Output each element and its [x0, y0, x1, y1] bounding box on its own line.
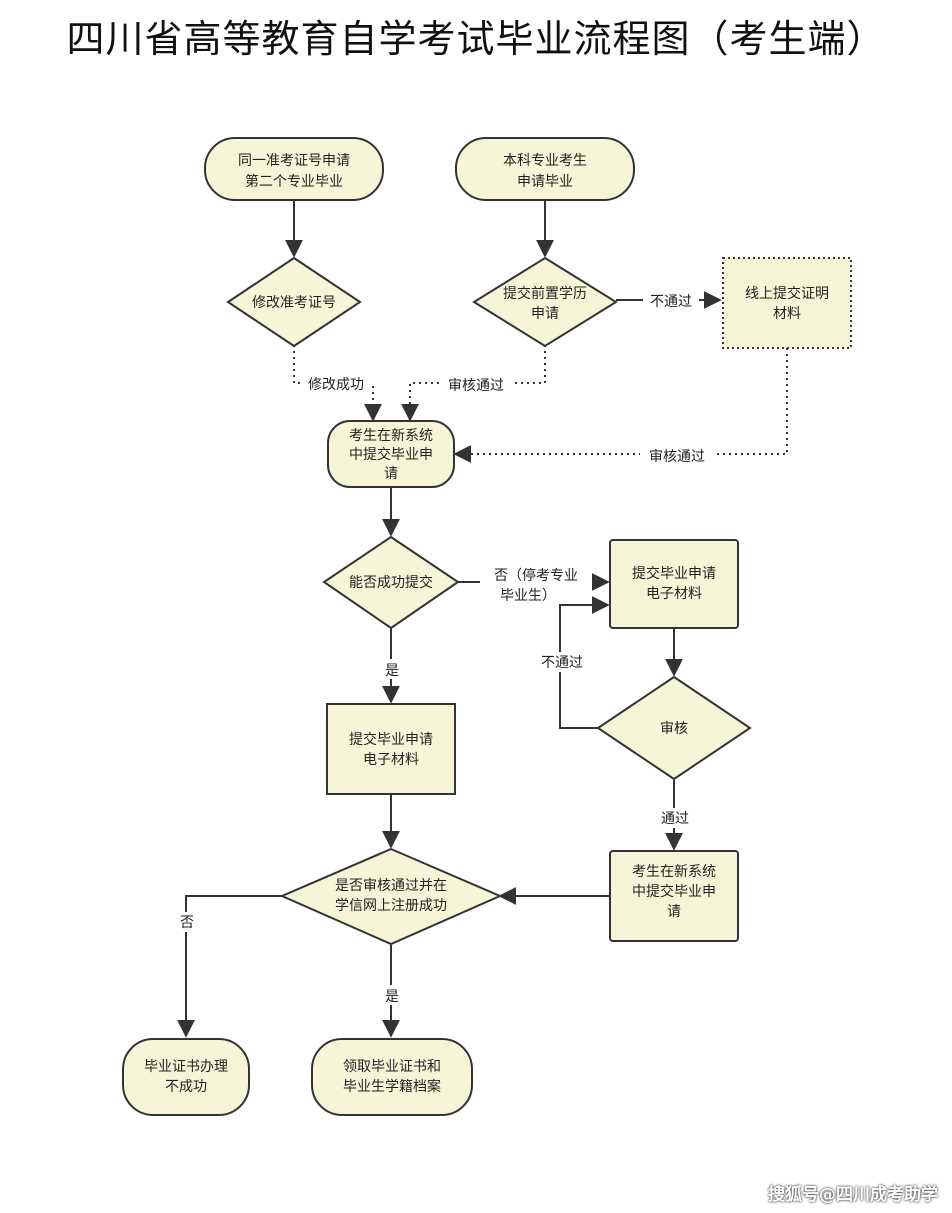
node-n12: 是否审核通过并在 学信网上注册成功 [279, 847, 503, 946]
edge-label-no-stop-1: 否（停考专业 [494, 567, 578, 584]
node-n7-line1: 能否成功提交 [349, 574, 433, 591]
node-n6-line2: 中提交毕业申 [349, 446, 433, 463]
node-n14-line1: 领取毕业证书和 [343, 1059, 441, 1075]
edge-labels: 不通过 修改成功 审核通过 审核通过 否（停考专业 毕业生） 是 不通过 通过 … [177, 290, 714, 1005]
node-n4: 提交前置学历 申请 [472, 256, 618, 348]
node-n6-line3: 请 [384, 466, 398, 482]
node-n2-line1: 本科专业考生 [503, 153, 587, 169]
node-n9-line2: 电子材料 [363, 752, 419, 768]
node-n8-line1: 提交毕业申请 [632, 565, 716, 582]
node-n9: 提交毕业申请 电子材料 [326, 703, 456, 795]
watermark: 搜狐号@四川成考助学 [768, 1185, 938, 1205]
node-n14: 领取毕业证书和 毕业生学籍档案 [311, 1038, 473, 1116]
node-n9-line1: 提交毕业申请 [349, 731, 433, 748]
node-n4-line2: 申请 [531, 306, 559, 322]
node-n6: 考生在新系统 中提交毕业申 请 [327, 420, 455, 488]
node-n1: 同一准考证号申请 第二个专业毕业 [204, 137, 384, 201]
node-n7: 能否成功提交 [322, 535, 460, 630]
node-n1-line2: 第二个专业毕业 [245, 173, 343, 190]
node-n4-line1: 提交前置学历 [503, 285, 587, 302]
node-n11-line3: 请 [667, 904, 681, 920]
node-n2-line2: 申请毕业 [517, 174, 573, 190]
node-n12-line2: 学信网上注册成功 [335, 898, 447, 914]
node-n3: 修改准考证号 [226, 256, 362, 348]
node-n14-line2: 毕业生学籍档案 [343, 1078, 441, 1095]
node-n12-line1: 是否审核通过并在 [335, 878, 447, 894]
nodes: 同一准考证号申请 第二个专业毕业 本科专业考生 申请毕业 修改准考证号 提交前置… [122, 137, 852, 1116]
node-n5-line1: 线上提交证明 [745, 285, 829, 302]
node-n10-line1: 审核 [660, 721, 688, 737]
edge-label-no-stop-2: 毕业生） [500, 588, 556, 604]
node-n11-line2: 中提交毕业申 [632, 883, 716, 900]
edge-label-review-ok2: 审核通过 [649, 449, 705, 465]
edge-label-pass: 通过 [661, 811, 689, 827]
edge-label-yes1: 是 [385, 663, 399, 679]
node-n1-line1: 同一准考证号申请 [238, 153, 350, 169]
node-n10: 审核 [596, 675, 752, 781]
node-n13-line1: 毕业证书办理 [144, 1059, 228, 1075]
node-n8: 提交毕业申请 电子材料 [609, 539, 739, 629]
edge-label-fail2: 不通过 [541, 655, 583, 671]
node-n13: 毕业证书办理 不成功 [122, 1038, 250, 1116]
node-n5-line2: 材料 [773, 306, 801, 322]
edge-label-no2: 否 [180, 915, 194, 931]
edge-n4-n6 [401, 345, 546, 422]
edge-label-modify-ok: 修改成功 [308, 377, 364, 393]
edge-n3-n6 [293, 345, 382, 422]
edge-label-review-ok1: 审核通过 [448, 378, 504, 394]
node-n11: 考生在新系统 中提交毕业申 请 [609, 850, 739, 942]
edge-label-fail1: 不通过 [650, 294, 692, 310]
node-n11-line1: 考生在新系统 [632, 864, 716, 880]
edge-label-yes2: 是 [385, 989, 399, 1005]
edge-n5-n6 [453, 348, 788, 463]
node-n5: 线上提交证明 材料 [722, 257, 852, 349]
node-n6-line1: 考生在新系统 [349, 428, 433, 444]
page-title: 四川省高等教育自学考试毕业流程图（考生端） [66, 17, 886, 61]
node-n13-line2: 不成功 [165, 1079, 207, 1095]
node-n3-line1: 修改准考证号 [252, 295, 336, 311]
node-n2: 本科专业考生 申请毕业 [455, 137, 635, 201]
node-n8-line2: 电子材料 [646, 586, 702, 602]
edge-n12-n13 [177, 895, 282, 1038]
